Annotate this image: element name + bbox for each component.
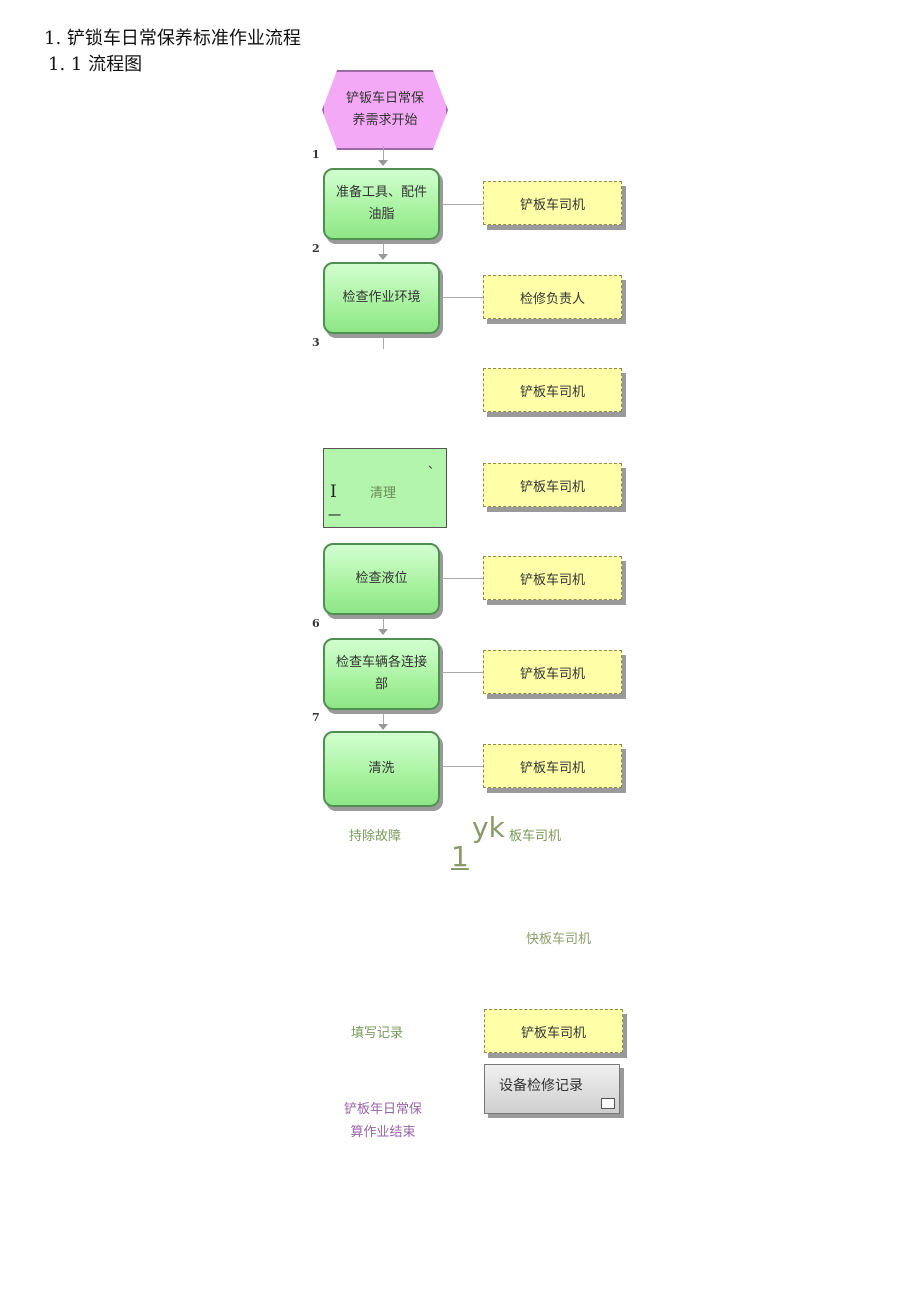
stray-mark: 1 [451, 840, 469, 873]
role-box: 铲板车司机 [483, 556, 622, 600]
role-label: 铲板车司机 [520, 1025, 586, 1041]
flow-step-label: 清洗 [368, 761, 395, 776]
role-label: 铲板车司机 [519, 479, 585, 495]
role-label: 铲板车司机 [519, 197, 585, 213]
faded-role-label: 快板车司机 [526, 932, 592, 947]
flow-step: 清洗 [323, 731, 440, 807]
step-number: 6 [312, 617, 320, 630]
connector [383, 335, 384, 349]
flow-step-clean: 清理 I 一 、 [323, 448, 447, 528]
connector [383, 710, 384, 728]
arrow-down-icon [378, 629, 388, 635]
clean-label: 清理 [370, 486, 397, 501]
flow-step: 检查作业环境 [323, 262, 440, 334]
step-number: 7 [312, 711, 320, 724]
role-label: 铲板车司机 [519, 760, 585, 776]
faded-role-label: 板车司机 [509, 829, 562, 844]
role-connector [442, 297, 483, 298]
role-connector [442, 204, 483, 205]
connector [383, 240, 384, 258]
step-number: 3 [312, 336, 320, 349]
record-step-label: 填写记录 [351, 1026, 404, 1041]
role-label: 铲板车司机 [519, 384, 585, 400]
flow-start-label: 铲钣车日常保养需求开始 [345, 91, 424, 128]
role-box: 铲板车司机 [483, 181, 622, 225]
flow-step-label: 检查液位 [355, 571, 408, 586]
connector [383, 146, 384, 164]
stray-mark: yk [472, 811, 505, 844]
role-connector [442, 766, 483, 767]
flow-step: 检查车辆各连接部 [323, 638, 440, 710]
step-number: 2 [312, 242, 320, 255]
arrow-down-icon [378, 724, 388, 730]
document-label: 设备检修记录 [499, 1078, 583, 1094]
connector [383, 615, 384, 633]
flow-step-label: 检查作业环境 [342, 290, 421, 305]
flow-end-label: 铲板年日常保算作业结束 [343, 1102, 422, 1140]
role-box: 铲板车司机 [483, 744, 622, 788]
document-icon [601, 1098, 615, 1109]
role-box: 铲板车司机 [484, 1009, 623, 1053]
role-label: 检修负责人 [519, 291, 585, 307]
role-box: 铲板车司机 [483, 650, 622, 694]
role-box: 铲板车司机 [483, 463, 622, 507]
section-heading: 1. 铲锁车日常保养标准作业流程 [44, 28, 301, 49]
document-box: 设备检修记录 [484, 1064, 620, 1114]
role-box: 检修负责人 [483, 275, 622, 319]
flow-step-label: 准备工具、配件油脂 [335, 185, 427, 222]
flow-step: 准备工具、配件油脂 [323, 168, 440, 240]
arrow-down-icon [378, 160, 388, 166]
stray-mark: 一 [328, 509, 342, 524]
stray-mark: 、 [428, 457, 441, 471]
flow-step: 检查液位 [323, 543, 440, 615]
step-number: 1 [312, 148, 320, 161]
flow-start-node: 铲钣车日常保养需求开始 [322, 70, 448, 150]
role-box: 铲板车司机 [483, 368, 622, 412]
arrow-down-icon [378, 254, 388, 260]
role-connector [442, 672, 483, 673]
stray-mark: I [330, 482, 337, 502]
role-connector [442, 578, 483, 579]
flow-step-label: 检查车辆各连接部 [335, 655, 427, 692]
role-label: 铲板车司机 [519, 572, 585, 588]
role-label: 铲板车司机 [519, 666, 585, 682]
subsection-heading: 1. 1 流程图 [48, 54, 143, 75]
faded-step-label: 持除故障 [349, 829, 402, 844]
